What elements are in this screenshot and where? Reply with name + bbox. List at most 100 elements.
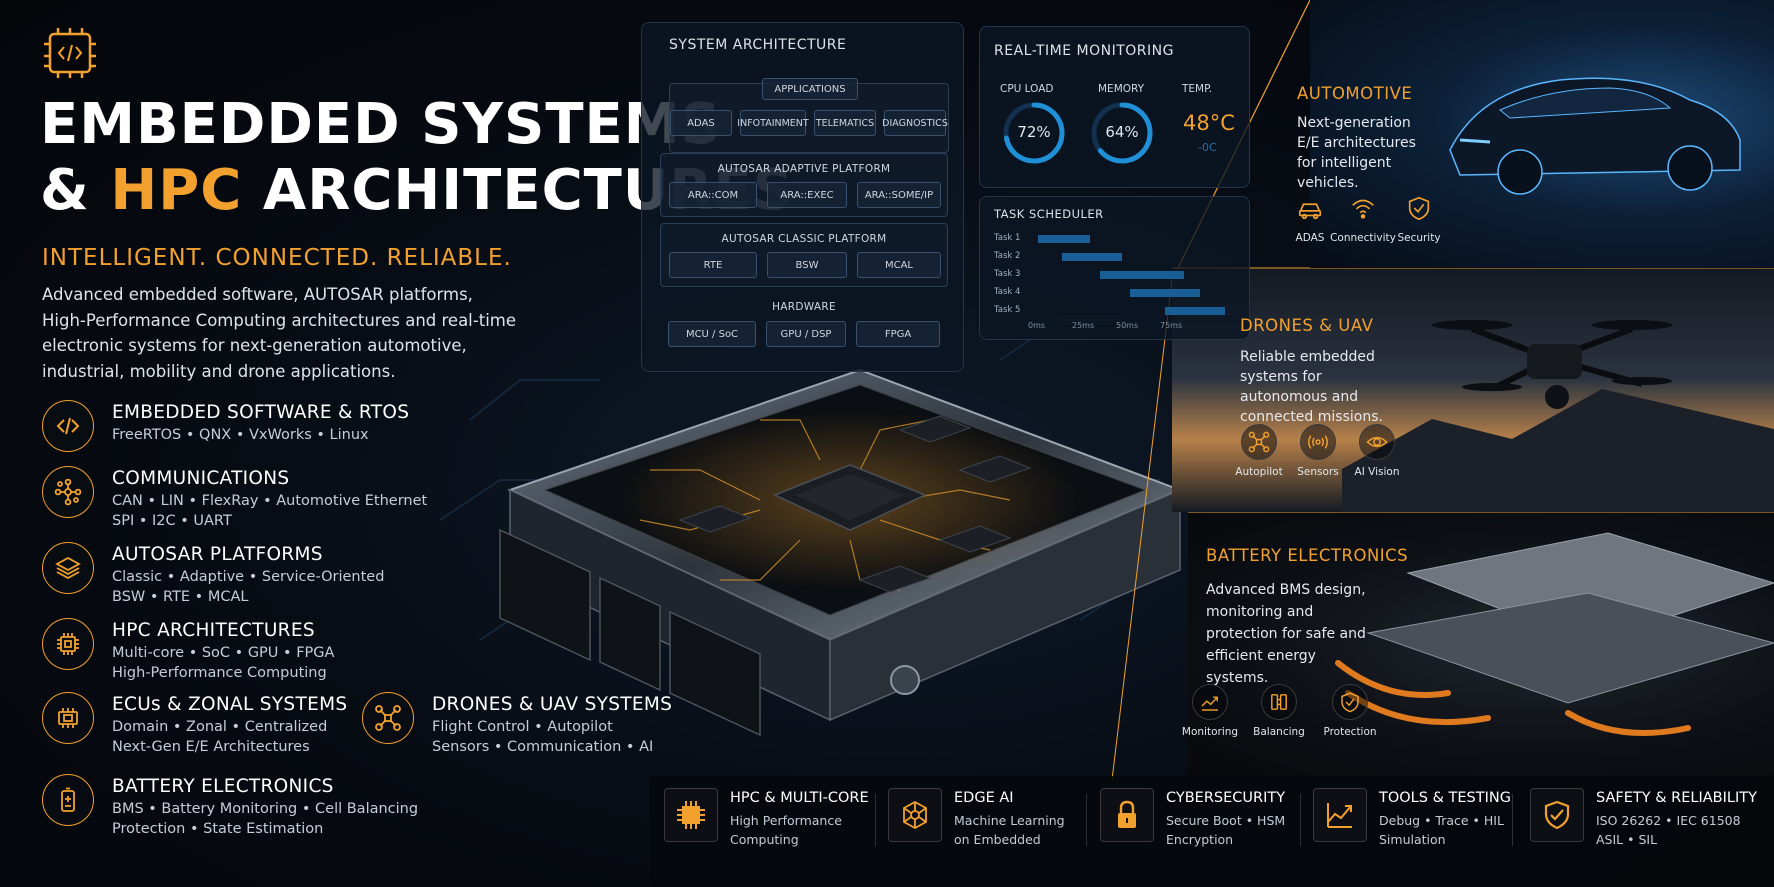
adaptive-ara-exec: ARA::EXEC	[767, 182, 847, 208]
task-bar	[1165, 307, 1225, 315]
cpu-load-gauge	[1003, 102, 1065, 164]
chip-icon	[42, 618, 94, 670]
automotive-connectivity: Connectivity	[1330, 190, 1396, 244]
feature-embedded-software: EMBEDDED SOFTWARE & RTOS FreeRTOS • QNX •…	[42, 400, 409, 452]
battery-desc: Advanced BMS design, monitoring and prot…	[1206, 582, 1366, 686]
feature-title: COMMUNICATIONS	[112, 468, 290, 489]
layers-icon	[42, 542, 94, 594]
panel-title: TASK SCHEDULER	[994, 207, 1104, 221]
capability-title: TOOLS & TESTING	[1379, 790, 1511, 806]
ai-brain-icon	[888, 788, 942, 842]
hardware-fpga: FPGA	[856, 321, 940, 347]
feature-line: Protection • State Estimation	[112, 821, 324, 837]
temp-value: 48°C	[1183, 111, 1235, 135]
task-label: Task 3	[994, 269, 1021, 279]
feature-battery: BATTERY ELECTRONICS BMS • Battery Monitor…	[42, 774, 418, 839]
capability-cybersecurity: CYBERSECURITY Secure Boot • HSM Encryption	[1100, 788, 1285, 849]
capability-title: CYBERSECURITY	[1166, 790, 1286, 806]
hardware-gpu-dsp: GPU / DSP	[766, 321, 846, 347]
title-highlight: HPC	[110, 158, 243, 223]
network-icon	[42, 466, 94, 518]
chip-code-logo-icon	[44, 28, 96, 78]
drone-image	[1172, 269, 1774, 512]
hardware-mcu-soc: MCU / SoC	[668, 321, 756, 347]
title-ampersand: &	[40, 158, 90, 223]
mini-label: Sensors	[1297, 466, 1339, 478]
feature-line: FreeRTOS • QNX • VxWorks • Linux	[112, 427, 369, 443]
lock-icon	[1100, 788, 1154, 842]
capability-title: EDGE AI	[954, 790, 1014, 806]
separator	[1512, 794, 1513, 846]
classic-mcal: MCAL	[857, 252, 941, 278]
feature-title: BATTERY ELECTRONICS	[112, 776, 334, 797]
scheduler-tick: 25ms	[1072, 321, 1095, 330]
automotive-desc: Next-generation E/E architectures for in…	[1297, 115, 1416, 191]
task-label: Task 2	[994, 251, 1021, 261]
capability-line: High Performance	[730, 813, 842, 828]
classic-rte: RTE	[669, 252, 757, 278]
balance-icon	[1261, 684, 1297, 720]
task-label: Task 1	[994, 233, 1021, 243]
feature-line: BMS • Battery Monitoring • Cell Balancin…	[112, 801, 419, 817]
shield-icon	[1332, 684, 1368, 720]
battery-image	[1188, 513, 1774, 776]
intro-text: Advanced embedded software, AUTOSAR plat…	[42, 285, 516, 381]
panel-title: SYSTEM ARCHITECTURE	[669, 37, 847, 53]
temp-label: TEMP.	[1182, 83, 1213, 95]
mini-label: Connectivity	[1330, 232, 1396, 244]
shield-icon	[1401, 190, 1437, 226]
automotive-title: AUTOMOTIVE	[1297, 84, 1413, 103]
task-scheduler-panel: TASK SCHEDULER Task 1 Task 2 Task 3 Task…	[979, 196, 1250, 340]
shield-check-icon	[1530, 788, 1584, 842]
app-diagnostics: DIAGNOSTICS	[882, 110, 948, 136]
mini-label: Protection	[1323, 726, 1377, 738]
mini-label: ADAS	[1295, 232, 1325, 244]
app-infotainment: INFOTAINMENT	[737, 110, 809, 136]
feature-line: CAN • LIN • FlexRay • Automotive Etherne…	[112, 493, 428, 509]
memory-value: 64%	[1105, 123, 1139, 141]
app-adas: ADAS	[670, 110, 732, 136]
battery-balancing: Balancing	[1246, 684, 1312, 738]
ecu-icon	[42, 692, 94, 744]
drone-illustration	[1342, 320, 1774, 512]
scheduler-tick: 75ms	[1160, 321, 1183, 330]
chart-icon	[1192, 684, 1228, 720]
capability-line: Encryption	[1166, 832, 1234, 847]
drones-desc: Reliable embedded systems for autonomous…	[1240, 349, 1383, 425]
eye-icon	[1359, 424, 1395, 460]
feature-line: Flight Control • Autopilot	[432, 719, 613, 735]
task-bar	[1062, 253, 1122, 261]
feature-line: Next-Gen E/E Architectures	[112, 739, 310, 755]
code-icon	[42, 400, 94, 452]
classic-bsw: BSW	[767, 252, 847, 278]
separator	[1086, 794, 1087, 846]
feature-drones: DRONES & UAV SYSTEMS Flight Control • Aut…	[362, 692, 672, 757]
task-bar	[1130, 289, 1200, 297]
feature-title: HPC ARCHITECTURES	[112, 620, 315, 641]
feature-title: AUTOSAR PLATFORMS	[112, 544, 323, 565]
mini-label: AI Vision	[1354, 466, 1400, 478]
applications-label: APPLICATIONS	[762, 78, 858, 100]
panel-title: REAL-TIME MONITORING	[994, 43, 1174, 59]
feature-title: EMBEDDED SOFTWARE & RTOS	[112, 402, 410, 423]
cpu-load-label: CPU LOAD	[1000, 83, 1054, 95]
task-bar	[1100, 271, 1184, 279]
capability-line: ISO 26262 • IEC 61508	[1596, 813, 1741, 828]
feature-title: DRONES & UAV SYSTEMS	[432, 694, 673, 715]
battery-title: BATTERY ELECTRONICS	[1206, 546, 1409, 565]
app-telematics: TELEMATICS	[814, 110, 876, 136]
hardware-label: HARDWARE	[772, 301, 836, 313]
capability-line: on Embedded	[954, 832, 1041, 847]
capability-line: Secure Boot • HSM	[1166, 813, 1286, 828]
layer-autosar-adaptive: AUTOSAR ADAPTIVE PLATFORM ARA::COM ARA::…	[660, 153, 948, 217]
adaptive-label: AUTOSAR ADAPTIVE PLATFORM	[717, 163, 891, 175]
automotive-security: Security	[1386, 190, 1452, 244]
